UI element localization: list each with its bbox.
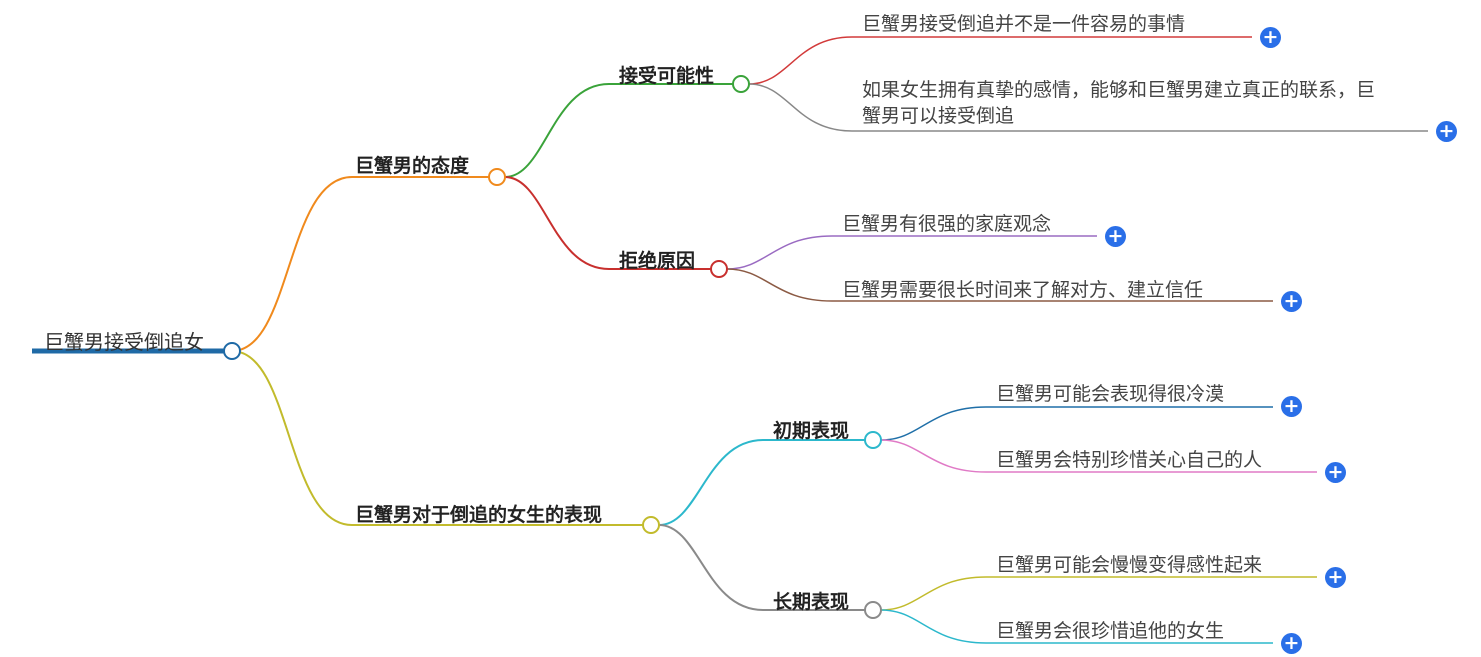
topic-node-circle[interactable] xyxy=(864,431,882,449)
leaf-not-easy[interactable]: 巨蟹男接受倒追并不是一件容易的事情 xyxy=(862,13,1186,35)
connector-topic-leaf xyxy=(748,83,853,132)
expand-plus-icon[interactable]: + xyxy=(1281,633,1302,654)
connector-topic-leaf xyxy=(880,576,987,611)
expand-plus-icon[interactable]: + xyxy=(1436,121,1457,142)
connector-topic-leaf xyxy=(880,406,987,441)
connector-topic-leaf xyxy=(880,609,987,644)
leaf-cold-behavior[interactable]: 巨蟹男可能会表现得很冷漠 xyxy=(996,383,1225,405)
connector-branch-topic xyxy=(504,176,610,270)
topic-node-circle[interactable] xyxy=(710,260,728,278)
topic-early-behavior[interactable]: 初期表现 xyxy=(773,420,850,442)
leaf-family-values[interactable]: 巨蟹男有很强的家庭观念 xyxy=(842,213,1052,235)
topic-long-term-behavior[interactable]: 长期表现 xyxy=(773,591,850,613)
expand-plus-icon[interactable]: + xyxy=(1281,291,1302,312)
topic-rejection-reasons[interactable]: 拒绝原因 xyxy=(619,250,696,272)
connector-branch-topic xyxy=(504,83,610,178)
expand-plus-icon[interactable]: + xyxy=(1105,226,1126,247)
leaf-cherish-caring[interactable]: 巨蟹男会特别珍惜关心自己的人 xyxy=(996,449,1263,471)
connector-branch-topic xyxy=(658,439,764,526)
leaf-sincere-feelings[interactable]: 如果女生拥有真挚的感情，能够和巨蟹男建立真正的联系，巨蟹男可以接受倒追 xyxy=(862,79,1376,127)
root-topic[interactable]: 巨蟹男接受倒追女 xyxy=(44,330,204,354)
connector-topic-leaf xyxy=(748,36,853,85)
expand-plus-icon[interactable]: + xyxy=(1281,396,1302,417)
leaf-become-emotional[interactable]: 巨蟹男可能会慢慢变得感性起来 xyxy=(996,554,1263,576)
leaf-cherish-pursuer[interactable]: 巨蟹男会很珍惜追他的女生 xyxy=(996,620,1225,642)
connector-branch-topic xyxy=(658,524,764,611)
expand-plus-icon[interactable]: + xyxy=(1325,567,1346,588)
branch-behavior[interactable]: 巨蟹男对于倒追的女生的表现 xyxy=(355,504,603,526)
connector-root-branch xyxy=(231,350,353,526)
expand-plus-icon[interactable]: + xyxy=(1325,462,1346,483)
branch-attitude[interactable]: 巨蟹男的态度 xyxy=(355,155,470,177)
expand-plus-icon[interactable]: + xyxy=(1260,27,1281,48)
topic-node-circle[interactable] xyxy=(864,601,882,619)
leaf-needs-time[interactable]: 巨蟹男需要很长时间来了解对方、建立信任 xyxy=(842,279,1204,301)
topic-acceptance[interactable]: 接受可能性 xyxy=(619,65,715,87)
connector-topic-leaf xyxy=(726,235,833,270)
branch-node-circle[interactable] xyxy=(488,168,506,186)
root-node-circle[interactable] xyxy=(223,342,241,360)
branch-node-circle[interactable] xyxy=(642,516,660,534)
connector-topic-leaf xyxy=(726,268,833,302)
connector-root-branch xyxy=(231,176,353,352)
topic-node-circle[interactable] xyxy=(732,75,750,93)
connector-topic-leaf xyxy=(880,439,987,473)
